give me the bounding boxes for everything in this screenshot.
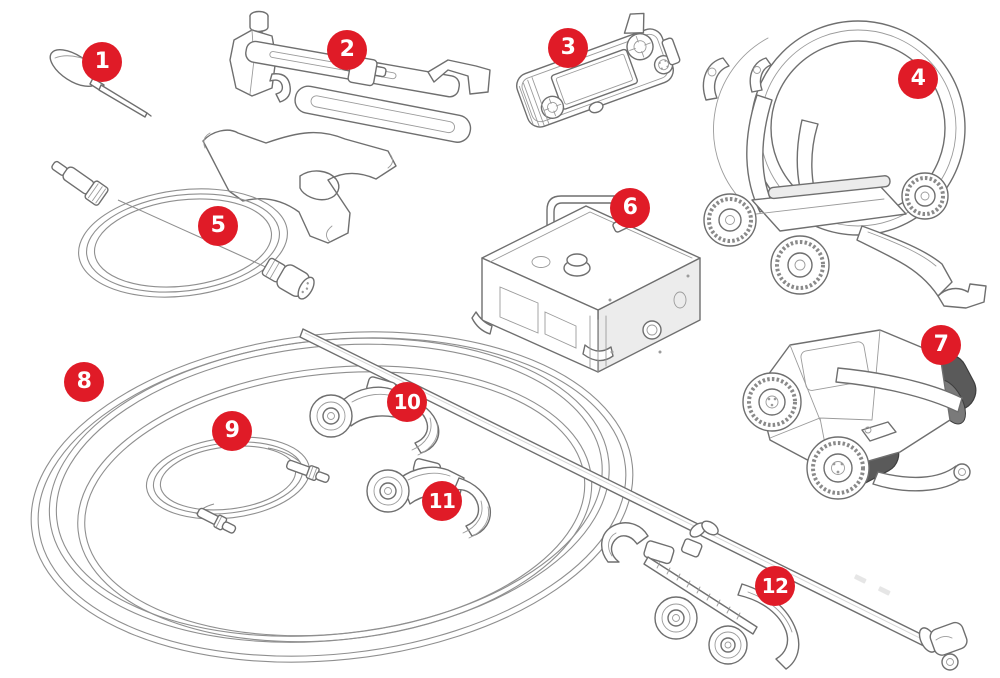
part-number: 4 (910, 66, 926, 91)
part-number: 7 (933, 332, 949, 357)
part-badge-8: 8 (64, 362, 104, 402)
remote-controller-illustration (516, 12, 681, 128)
part-number: 1 (94, 49, 110, 74)
part-number: 3 (560, 35, 576, 60)
crawler-scanner-illustration (742, 329, 977, 500)
part-badge-11: 11 (422, 481, 462, 521)
signal-cable-coil-illustration (145, 436, 330, 534)
part-badge-12: 12 (755, 566, 795, 606)
part-badge-1: 1 (82, 42, 122, 82)
interconnect-cable-illustration (51, 160, 315, 300)
ring-scanner-illustration (702, 20, 987, 309)
part-badge-5: 5 (198, 206, 238, 246)
part-number: 6 (622, 195, 638, 220)
part-number: 2 (339, 37, 355, 62)
part-number: 10 (393, 390, 421, 414)
part-number: 11 (428, 489, 456, 513)
part-badge-3: 3 (548, 28, 588, 68)
part-badge-6: 6 (610, 188, 650, 228)
part-badge-2: 2 (327, 30, 367, 70)
part-badge-4: 4 (898, 59, 938, 99)
part-number: 5 (210, 213, 226, 238)
part-number: 9 (224, 418, 240, 443)
screwdriver-illustration (49, 48, 152, 118)
part-badge-9: 9 (212, 411, 252, 451)
control-unit-illustration (471, 195, 701, 373)
part-badge-7: 7 (921, 325, 961, 365)
part-badge-10: 10 (387, 382, 427, 422)
bracket-assembly-illustration (202, 10, 491, 244)
part-number: 12 (761, 574, 789, 598)
part-number: 8 (76, 369, 92, 394)
